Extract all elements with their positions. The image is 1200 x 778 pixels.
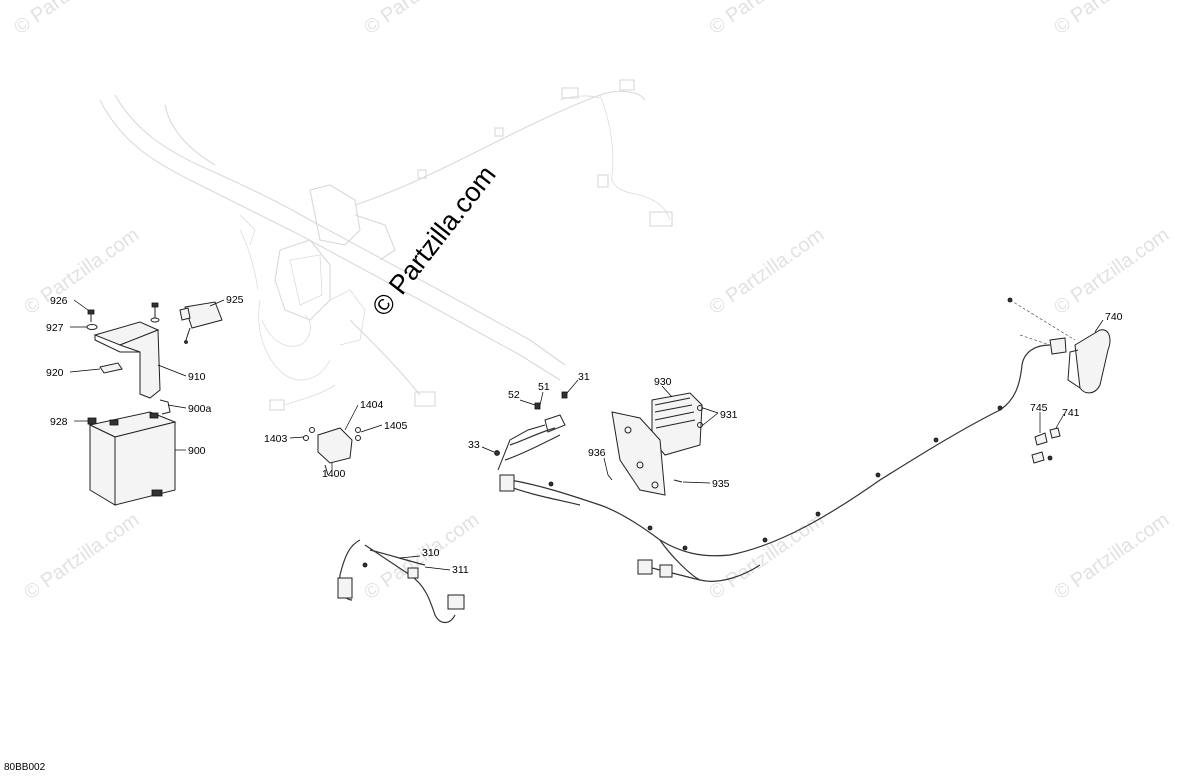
- callout-310: 310: [422, 547, 440, 559]
- callout-900: 900: [188, 445, 206, 457]
- callout-928: 928: [50, 416, 68, 428]
- callout-935: 935: [712, 478, 730, 490]
- watermark-main: © Partzilla.com: [366, 160, 502, 322]
- callout-31: 31: [578, 371, 590, 383]
- harness-310: [337, 539, 465, 624]
- callout-1403: 1403: [264, 433, 288, 445]
- fasteners-741-745: [1031, 427, 1061, 464]
- battery-900: [88, 411, 177, 506]
- callout-920: 920: [46, 367, 64, 379]
- main-harness: [494, 391, 568, 471]
- callout-1404: 1404: [360, 399, 384, 411]
- callout-52: 52: [508, 389, 520, 401]
- bracket-910: [93, 321, 161, 399]
- callout-1405: 1405: [384, 420, 408, 432]
- screw-bracket: [150, 302, 160, 323]
- callout-910: 910: [188, 371, 206, 383]
- callout-311: 311: [452, 564, 469, 576]
- watermark-repeat: © Partzilla.com: [10, 0, 133, 39]
- module-930: [651, 392, 703, 456]
- watermark-repeat: © Partzilla.com: [20, 224, 143, 319]
- leader-lines: [69, 299, 1104, 571]
- tail-light-740: [1007, 297, 1111, 394]
- callout-936: 936: [588, 447, 606, 459]
- callout-740: 740: [1105, 311, 1123, 323]
- callout-900a: 900a: [188, 403, 212, 415]
- washer-927: [86, 324, 98, 330]
- battery-assembly: [86, 301, 223, 506]
- callouts: 926 927 925 920 910 900a 928 900 1404 14…: [46, 294, 1123, 576]
- watermark-repeat: © Partzilla.com: [705, 509, 828, 604]
- screw-926: [87, 309, 95, 322]
- watermark-repeat: © Partzilla.com: [1050, 224, 1173, 319]
- solenoid-assembly: [303, 427, 361, 476]
- callout-926: 926: [50, 295, 68, 307]
- solenoid-1400: [317, 427, 353, 464]
- watermark-repeat: © Partzilla.com: [705, 0, 828, 39]
- watermark-repeat: © Partzilla.com: [705, 224, 828, 319]
- callout-745: 745: [1030, 402, 1048, 414]
- callout-931: 931: [720, 409, 738, 421]
- callout-741: 741: [1062, 407, 1080, 419]
- vehicle-frame: [99, 79, 673, 411]
- callout-930: 930: [654, 376, 672, 388]
- callout-1400: 1400: [322, 468, 346, 480]
- callout-51: 51: [538, 381, 550, 393]
- watermark-repeat: © Partzilla.com: [20, 509, 143, 604]
- tail-harness: [499, 344, 1051, 582]
- plate-935: [607, 411, 683, 496]
- relay-925: [179, 301, 223, 344]
- watermark-repeat: © Partzilla.com: [1050, 0, 1173, 39]
- diagram-code: 80BB002: [4, 762, 46, 773]
- watermark-repeat: © Partzilla.com: [360, 0, 483, 39]
- callout-925: 925: [226, 294, 244, 306]
- callout-927: 927: [46, 322, 64, 334]
- pad-920: [99, 362, 123, 374]
- terminal-928: [87, 417, 97, 425]
- clip-900a: [159, 399, 171, 415]
- watermark-repeat: © Partzilla.com: [1050, 509, 1173, 604]
- callout-33: 33: [468, 439, 480, 451]
- watermark-grid: © Partzilla.com © Partzilla.com © Partzi…: [10, 0, 1173, 604]
